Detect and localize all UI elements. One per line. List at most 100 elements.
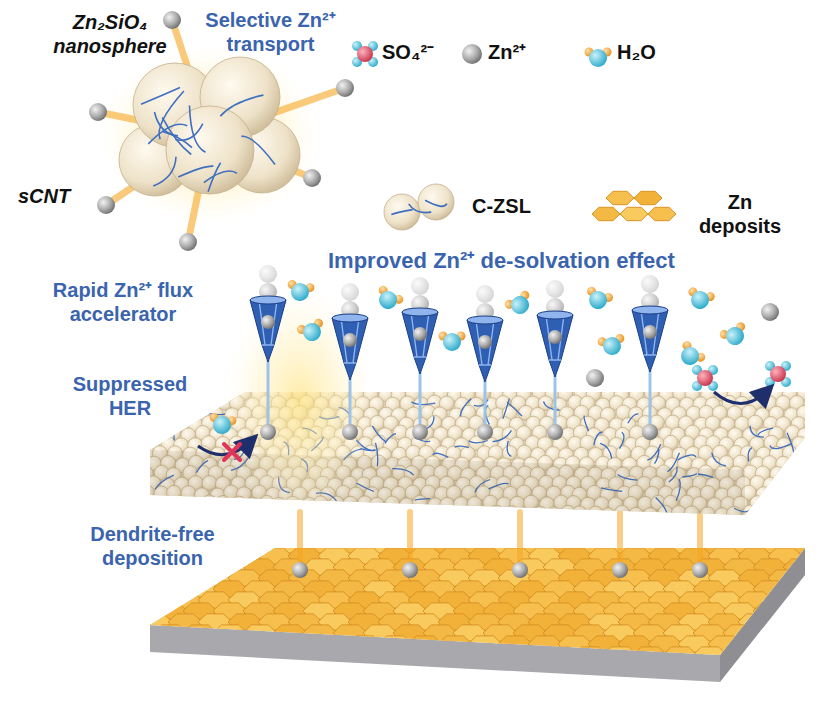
scnt-strand [169,407,173,426]
zn2sio4-sphere [796,487,811,502]
scnt-strand [409,204,432,213]
zn2sio4-sphere [264,508,279,523]
flux-ray [617,512,623,560]
zn2sio4-sphere [504,506,519,521]
scnt-strand [712,453,726,466]
zn-deposit-tile [753,625,787,641]
zn-deposit-tile [123,647,157,663]
zn-deposit-tile [138,592,172,608]
funnel-facet [259,300,277,345]
funnel-body [632,310,668,372]
scnt-strand [455,446,469,448]
zn-deposit-icon [592,207,620,220]
nanosphere-cluster [119,57,300,196]
zn2sio4-sphere [189,376,204,391]
scnt-strand [469,441,488,443]
zn2sio4-sphere [194,508,209,523]
zn2sio4-sphere [778,495,793,510]
zn-deposit-tile [198,548,232,564]
scnt-strand [503,399,510,419]
zn2sio4-sphere [384,194,420,230]
zn2sio4-sphere [798,448,813,463]
zn2sio4-sphere [155,508,170,523]
scnt-strand [620,432,624,449]
oxygen-atom [723,324,747,348]
zn-deposit-tile [723,647,757,663]
zn-deposit-tile [153,625,187,641]
zn-ion [692,562,708,578]
water-molecule [372,284,405,314]
feature-label: Rapid Zn²⁺ flux accelerator [28,278,218,327]
sulfate-ion [692,365,718,391]
zn-deposit-tile [738,614,772,630]
zn-deposit-tile [483,647,517,663]
zn2sio4-sphere [174,398,189,413]
sulfate-repel-arrow [714,390,768,404]
zn2sio4-sphere [785,466,800,481]
zn-ion [476,285,494,303]
scnt-strand [391,210,412,215]
scnt-strand [204,171,237,183]
zn2sio4-sphere [133,455,148,470]
zn-deposit-tile [783,581,817,597]
zn-ion [336,79,354,97]
zn-deposit-tile [408,636,442,652]
scnt-strand [784,486,791,503]
zn2sio4-sphere [523,376,538,391]
scnt-strand [594,432,602,445]
zn2sio4-sphere [188,397,203,412]
sulfur-atom [357,46,373,62]
funnel-rim [632,306,668,314]
scnt-strand [153,157,176,186]
material-label: Zn₂SiO₄ nanosphere [50,10,170,59]
zn-deposit-tile [333,625,367,641]
zn2sio4-sphere [201,376,216,391]
zn-ion [412,424,428,440]
zn-deposit-tile [783,603,817,619]
zn2sio4-sphere [805,498,817,513]
zn-deposit-tile [213,647,247,663]
oxygen-atom [290,282,311,303]
feature-label: Improved Zn²⁺ de-solvation effect [328,248,675,275]
zn2sio4-sphere [349,507,364,522]
oxygen-atom [443,333,461,351]
zn-deposit-tile [573,647,607,663]
zn2sio4-sphere [425,375,440,390]
her-block-cross [224,444,240,460]
zn2sio4-sphere [434,507,449,522]
funnel-stem [649,370,652,426]
zn2sio4-sphere [154,406,169,421]
zn-deposit-tile [153,581,187,597]
zn2sio4-sphere [166,106,254,194]
flux-ray [697,512,703,560]
zn-deposit-tile [168,614,202,630]
zn2sio4-sphere [804,416,817,431]
oxygen-atom [376,288,401,313]
zn2sio4-sphere [790,477,805,492]
funnel-facet [411,312,429,357]
zn-ion [97,196,115,214]
zn2sio4-sphere [756,506,771,521]
material-label: sCNT [18,184,70,208]
zn2sio4-sphere [510,376,525,391]
scnt-strand [433,453,449,457]
zn-deposit-tile [363,625,397,641]
water-molecule [718,321,751,350]
legend-text: SO₄²⁻ [382,40,434,64]
zn2sio4-sphere [139,507,154,522]
zn-ion [546,280,564,298]
legend-icons [352,41,676,230]
ions [586,303,791,391]
zn2sio4-sphere [393,505,408,520]
zn-deposit-tile [693,647,727,663]
zn-deposit-tile [528,636,562,652]
zn2sio4-sphere [133,435,148,450]
oxygen-atom [212,415,233,436]
funnel-facet [341,318,359,363]
zn2sio4-sphere [237,507,252,522]
zn2sio4-sphere [182,508,197,523]
zn-deposit-tile [588,636,622,652]
zn-ion [761,303,779,321]
zn-deposit-tile [288,636,322,652]
